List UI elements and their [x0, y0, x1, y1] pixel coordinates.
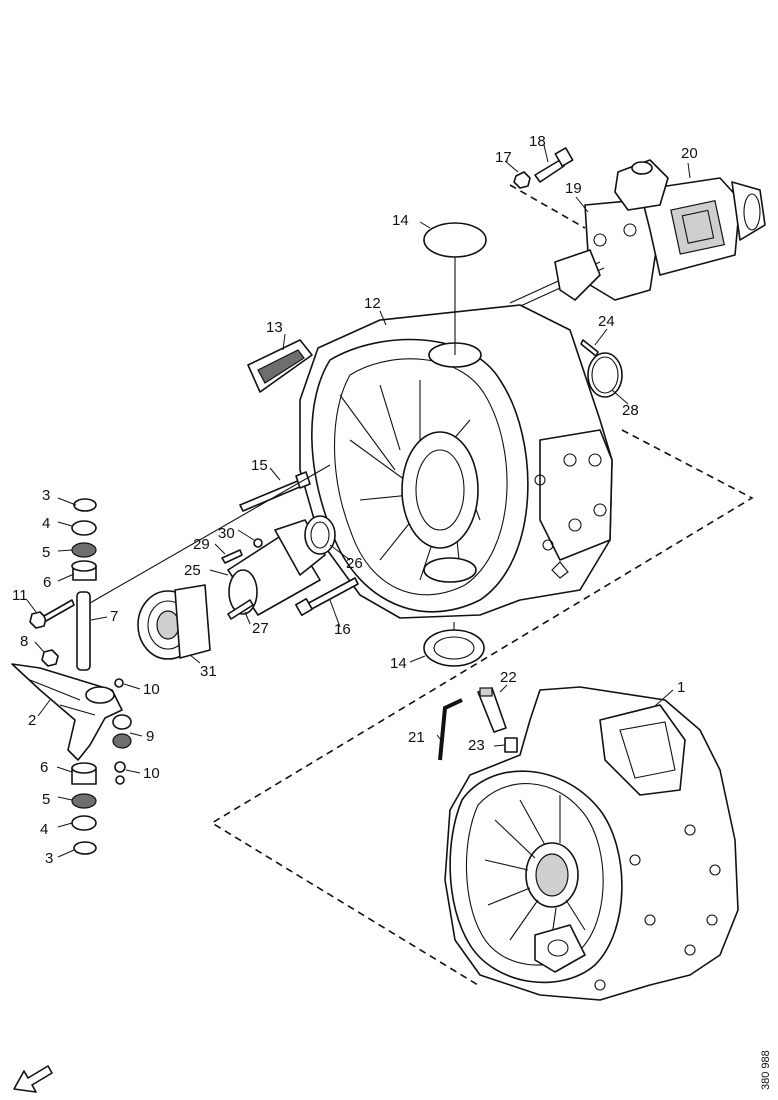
callout-13: 13 [266, 319, 283, 336]
callout-3-lower: 3 [45, 850, 53, 867]
bolt-15 [239, 471, 311, 512]
seal-14-bottom [423, 622, 485, 667]
figure-reference-code: 380 988 [760, 1050, 772, 1090]
callout-23: 23 [468, 737, 485, 754]
screw-29 [221, 549, 243, 564]
callout-29: 29 [193, 536, 210, 553]
release-fork-2 [11, 663, 123, 761]
release-bearing-31 [137, 584, 211, 660]
callout-2: 2 [28, 712, 36, 729]
callout-10-upper: 10 [143, 681, 160, 698]
callout-1: 1 [677, 679, 685, 696]
callout-5-lower: 5 [42, 791, 50, 808]
callout-25: 25 [184, 562, 201, 579]
clip-10-upper [114, 678, 124, 688]
callout-9: 9 [146, 728, 154, 745]
fitting-22 [477, 687, 507, 733]
nut-17 [513, 171, 531, 189]
callout-19: 19 [565, 180, 582, 197]
bushing-stack-upper [71, 498, 97, 581]
callout-26: 26 [346, 555, 363, 572]
callout-11: 11 [12, 587, 28, 604]
callout-8: 8 [20, 633, 28, 650]
hose-21 [438, 698, 463, 761]
seal-13 [247, 339, 313, 393]
fork-shaft-7 [76, 464, 331, 671]
callout-20: 20 [681, 145, 698, 162]
bolt-11 [29, 599, 75, 629]
screw-27 [227, 599, 254, 620]
callout-28: 28 [622, 402, 639, 419]
callout-16: 16 [334, 621, 351, 638]
callout-22: 22 [500, 669, 517, 686]
callout-30: 30 [218, 525, 235, 542]
o-ring-28 [587, 352, 623, 398]
actuator-unit [509, 159, 766, 310]
cover-14-top [423, 222, 487, 355]
callout-17: 17 [495, 149, 512, 166]
direction-arrow-icon [13, 1065, 53, 1093]
main-housing [299, 304, 613, 619]
washer-30 [253, 538, 263, 548]
callout-5-upper: 5 [42, 544, 50, 561]
assembly-guide-lines [210, 184, 754, 986]
callout-12: 12 [364, 295, 381, 312]
pin-24 [580, 339, 599, 357]
callout-4-lower: 4 [40, 821, 48, 838]
callout-4-upper: 4 [42, 515, 50, 532]
bolt-18 [534, 147, 574, 183]
callout-21: 21 [408, 729, 425, 746]
callout-3-upper: 3 [42, 487, 50, 504]
callout-7: 7 [110, 608, 118, 625]
clip-10-lower [114, 761, 126, 785]
callout-15: 15 [251, 457, 268, 474]
bolt-16 [295, 577, 359, 616]
callout-6-lower: 6 [40, 759, 48, 776]
callout-14-bottom: 14 [390, 655, 407, 672]
callout-numbers: 1 2 3 3 4 4 5 5 6 6 7 8 9 10 10 11 12 13… [12, 133, 698, 867]
nut-8 [41, 649, 59, 667]
callout-31: 31 [200, 663, 217, 680]
roller-9 [112, 714, 132, 749]
callout-6-upper: 6 [43, 574, 51, 591]
callout-18: 18 [529, 133, 546, 150]
clutch-housing-1 [444, 686, 739, 1001]
callout-14-top: 14 [392, 212, 409, 229]
leader-lines [26, 144, 691, 858]
fitting-23 [504, 737, 518, 753]
callout-27: 27 [252, 620, 269, 637]
callout-10-lower: 10 [143, 765, 160, 782]
callout-24: 24 [598, 313, 615, 330]
bushing-stack-lower [71, 762, 97, 855]
